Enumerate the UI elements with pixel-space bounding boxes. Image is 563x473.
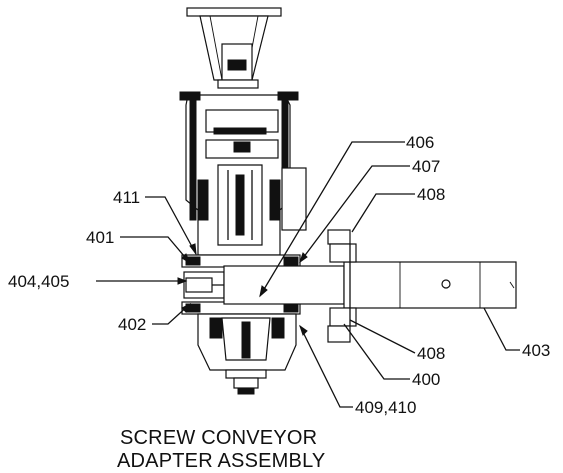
motor-mount-bracket — [186, 7, 282, 89]
callout-408-top: 408 — [417, 185, 445, 204]
gear-housing-lower — [197, 313, 297, 395]
conveyor-shaft — [223, 261, 517, 309]
leader-lines — [96, 141, 520, 408]
callout-404-405: 404,405 — [8, 272, 69, 291]
callout-409-410: 409,410 — [355, 398, 416, 417]
callout-402: 402 — [118, 315, 146, 334]
callout-411: 411 — [113, 188, 140, 207]
figure-caption: SCREW CONVEYOR ADAPTER ASSEMBLY — [117, 427, 325, 472]
trough-flange — [327, 229, 357, 343]
gear-housing-upper — [179, 91, 307, 256]
callout-407: 407 — [412, 157, 440, 176]
callout-406: 406 — [406, 133, 434, 152]
callout-400: 400 — [412, 370, 440, 389]
callout-403: 403 — [522, 341, 550, 360]
callout-408-bottom: 408 — [417, 344, 445, 363]
caption-line-2: ADAPTER ASSEMBLY — [117, 450, 325, 472]
drive-shaft-end — [183, 271, 300, 299]
caption-line-1: SCREW CONVEYOR — [120, 427, 317, 449]
adapter-plate — [181, 254, 301, 315]
callout-401: 401 — [86, 228, 114, 247]
callout-labels: 406 407 408 411 401 404,405 402 408 403 … — [8, 133, 550, 417]
